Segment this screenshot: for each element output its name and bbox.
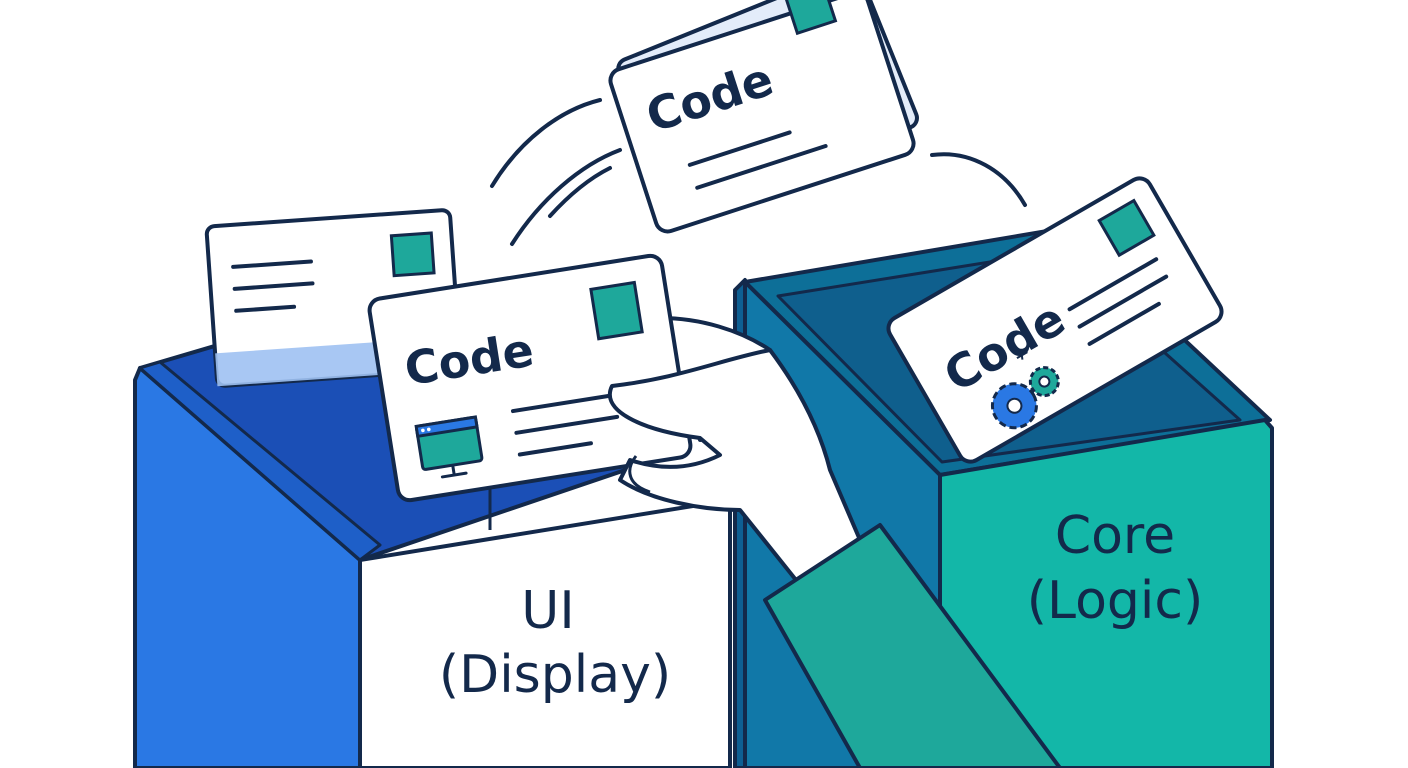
monitor-icon bbox=[414, 415, 484, 479]
flying-code-card: Code bbox=[608, 0, 916, 234]
ui-code-card: Code bbox=[367, 253, 693, 503]
gears-icon bbox=[990, 348, 1060, 430]
core-bin-label-line2: (Logic) bbox=[1027, 571, 1204, 631]
arm bbox=[608, 348, 1062, 768]
core-code-card: Code bbox=[886, 176, 1224, 464]
card-accent-square bbox=[781, 0, 838, 36]
card-accent-square bbox=[1097, 198, 1156, 258]
ui-bin-label-line2: (Display) bbox=[439, 645, 671, 705]
card-accent-square bbox=[589, 280, 644, 341]
core-bin-label-line1: Core bbox=[1055, 506, 1175, 566]
motion-lines bbox=[490, 98, 1027, 246]
ui-bin-label-line1: UI bbox=[521, 581, 574, 641]
ui-bin-body: UI (Display) bbox=[133, 360, 732, 768]
card-accent-square bbox=[389, 231, 436, 278]
